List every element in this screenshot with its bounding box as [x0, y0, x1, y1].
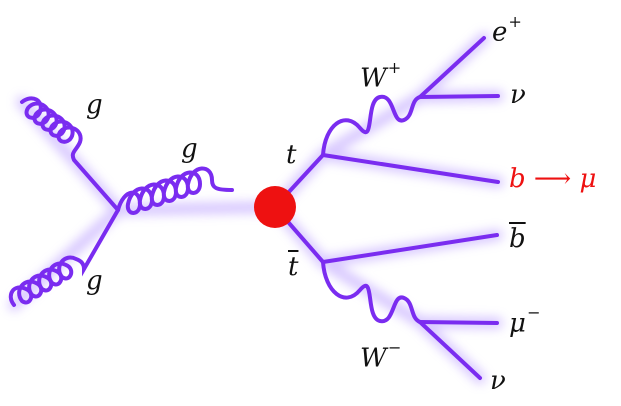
bbar-label-text: b [509, 224, 526, 254]
w-minus-line [321, 260, 422, 324]
neutrino-bottom-label: ν [490, 366, 506, 396]
positron-line [418, 36, 486, 99]
positron-letter: e [492, 17, 508, 48]
muon-letter: μ [509, 308, 526, 339]
bbar-label: b [509, 226, 526, 252]
gluon-bottom-label: g [86, 266, 103, 296]
w-plus-label: W+ [360, 58, 402, 94]
w-plus-line [321, 94, 422, 157]
w-minus-label: W− [360, 338, 402, 374]
w-minus-sign: − [387, 338, 402, 357]
neutrino-top-line [418, 94, 500, 99]
positron-label: e+ [492, 12, 522, 48]
gluon-line-middle [116, 166, 234, 215]
w-minus-letter: W [360, 343, 387, 374]
interaction-vertex [254, 186, 296, 228]
gluon-line-bottom [8, 208, 120, 307]
gluon-top-label: g [86, 90, 103, 120]
gluon-line-top [20, 96, 120, 212]
b-to-mu-label: b ⟶ μ [509, 164, 597, 194]
w-plus-sign: + [387, 58, 402, 77]
gluon-mid-label: g [181, 134, 198, 164]
neutrino-top-label: ν [510, 80, 526, 110]
top-quark-label: t [286, 140, 297, 170]
w-plus-letter: W [360, 63, 387, 94]
antitop-label: t [288, 254, 298, 280]
muon-line [418, 320, 499, 325]
muon-label: μ− [509, 303, 541, 339]
positron-sign: + [508, 12, 522, 31]
bbar-line [321, 233, 499, 264]
b-quark-line [321, 153, 500, 184]
antitop-label-text: t [288, 252, 299, 282]
muon-sign: − [526, 303, 541, 322]
neutrino-bottom-line [418, 320, 482, 380]
